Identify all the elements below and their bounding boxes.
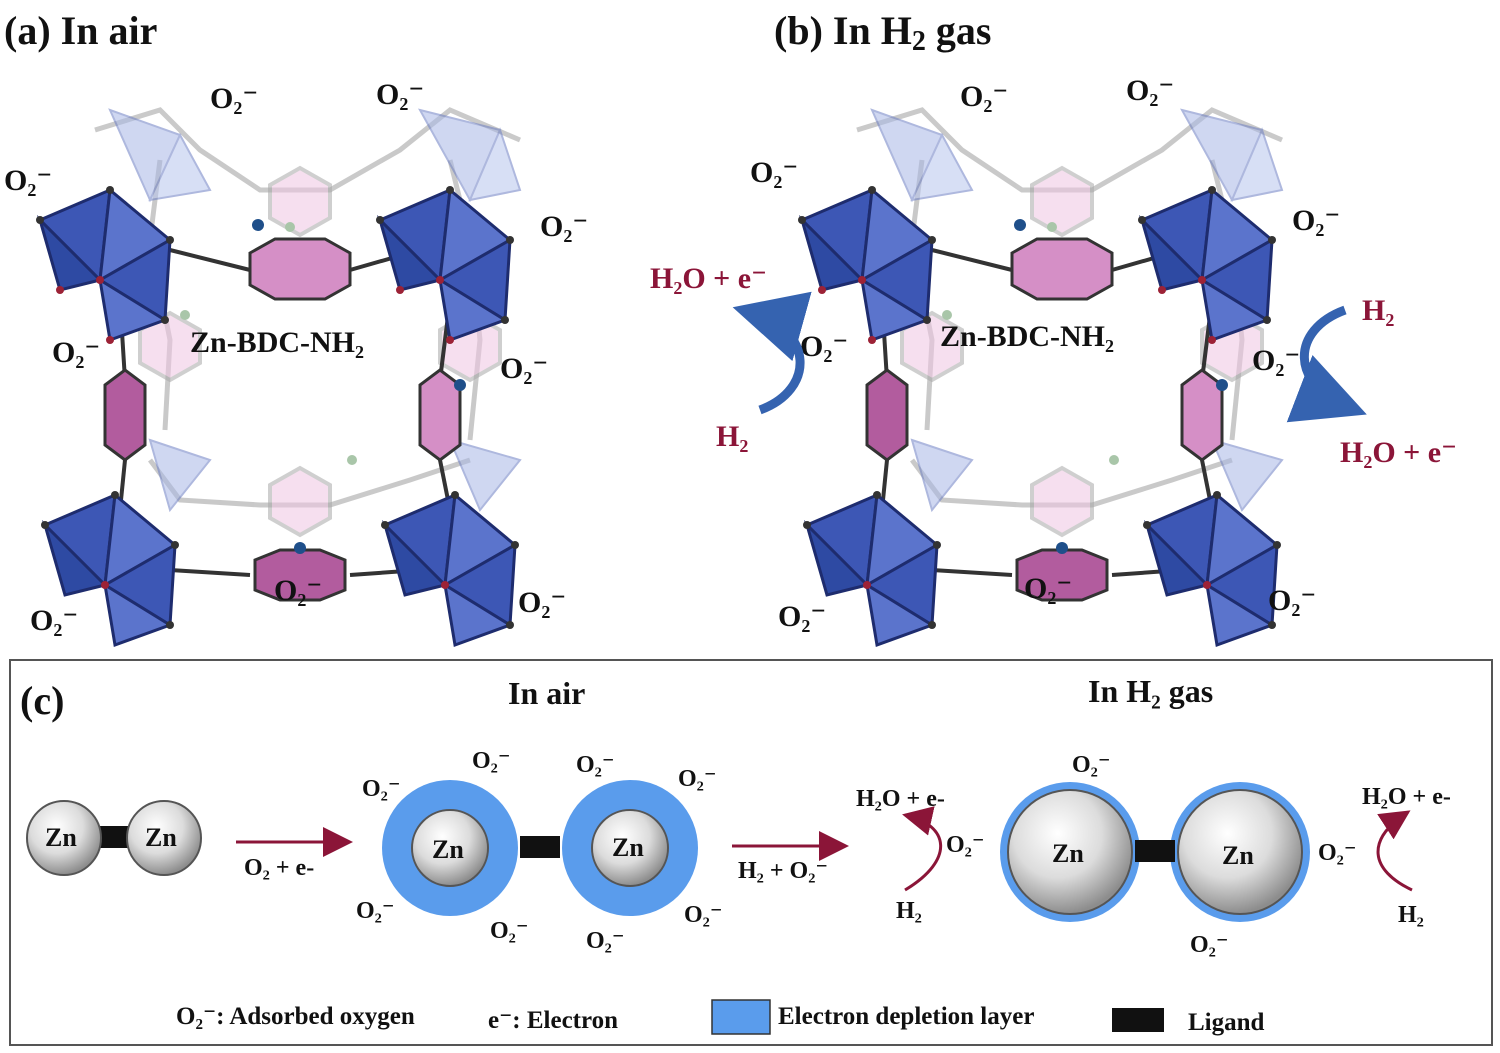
panel-b-oxygen-5: O₂⁻ (800, 330, 848, 363)
panel-b-title-suffix: gas (926, 8, 992, 53)
panel-b-left-arrow (732, 291, 812, 415)
panel-a-oxygen-1: O₂⁻ (210, 82, 258, 115)
panel-c-border (9, 659, 1493, 1046)
legend: O₂⁻: Adsorbed oxygen e⁻: Electron Electr… (176, 999, 1265, 1036)
air-oxygen-7: O₂⁻ (490, 918, 529, 944)
c-right-oxygen: O₂⁻ (1318, 840, 1357, 866)
air-oxygen-5: O₂⁻ (356, 898, 395, 924)
panel-b-right-product: H₂O + e⁻ (1340, 436, 1457, 469)
panel-b-oxygen-6: O₂⁻ (1252, 344, 1300, 377)
panel-b-oxygen-7: O₂⁻ (1024, 572, 1072, 605)
panel-b-mof-label: Zn-BDC-NH₂ (940, 320, 1114, 353)
ligand-bar (520, 836, 560, 858)
panel-a-oxygen-8: O₂⁻ (30, 604, 78, 637)
panel-b-oxygen-9: O₂⁻ (1268, 584, 1316, 617)
panel-b: (b) In H2 gas Zn-BDC-NH₂ O₂⁻ O₂⁻ O₂⁻ O₂⁻… (650, 8, 1457, 645)
legend-oxygen: O₂⁻: Adsorbed oxygen (176, 1003, 415, 1030)
legend-ligand-swatch (1112, 1008, 1164, 1032)
air-oxygen-2: O₂⁻ (576, 752, 615, 778)
panel-a-mof-structure (36, 110, 520, 645)
ligand-bar (1135, 840, 1175, 862)
zn-atom (411, 809, 489, 887)
panel-b-oxygen-2: O₂⁻ (1126, 74, 1174, 107)
legend-ligand: Ligand (1188, 1009, 1265, 1036)
c-left-reactant: H₂ (896, 898, 922, 924)
h2-oxygen-bottom: O₂⁻ (1190, 932, 1229, 958)
panel-b-right-reactant: H₂ (1362, 294, 1394, 327)
panel-a-oxygen-9: O₂⁻ (518, 586, 566, 619)
step-2-label: H₂ + O₂⁻ (738, 858, 828, 884)
air-oxygen-4: O₂⁻ (678, 766, 717, 792)
panel-b-oxygen-8: O₂⁻ (778, 600, 826, 633)
c-right-arrow (1376, 810, 1413, 892)
zn-label: Zn (612, 833, 644, 862)
zn-atom (1177, 789, 1303, 915)
legend-depletion-swatch (711, 999, 771, 1035)
panel-b-oxygen-1: O₂⁻ (960, 80, 1008, 113)
zn-atom (26, 800, 102, 876)
step-1-label: O₂ + e- (244, 855, 314, 881)
panel-a-oxygen-6: O₂⁻ (500, 352, 548, 385)
air-zn-pair: Zn Zn (382, 780, 698, 916)
legend-depletion: Electron depletion layer (778, 1003, 1034, 1030)
panel-b-oxygen-3: O₂⁻ (750, 156, 798, 189)
panel-a-oxygen-2: O₂⁻ (376, 78, 424, 111)
zn-label: Zn (1222, 841, 1254, 870)
h2-oxygen-top: O₂⁻ (1072, 752, 1111, 778)
zn-label: Zn (45, 823, 77, 852)
c-left-arrow (902, 806, 943, 892)
panel-a: (a) In air Zn-BDC-NH₂ O₂⁻ O₂⁻ O₂⁻ O₂⁻ O₂… (4, 8, 588, 645)
panel-c: (c) In air In H₂ gas Zn Zn O₂ + e- Zn Zn… (9, 659, 1493, 1046)
h2-zn-pair: Zn Zn (1000, 782, 1310, 922)
panel-c-label: (c) (20, 678, 64, 723)
panel-b-left-product: H₂O + e⁻ (650, 262, 767, 295)
initial-zn-pair: Zn Zn (26, 800, 202, 876)
zn-atom (591, 809, 669, 887)
panel-b-left-reactant: H₂ (716, 420, 748, 453)
zn-label: Zn (1052, 839, 1084, 868)
c-left-product: H₂O + e- (856, 786, 945, 812)
c-right-product: H₂O + e- (1362, 784, 1451, 810)
panel-c-title-h2: In H₂ gas (1088, 673, 1213, 709)
zn-label: Zn (432, 835, 464, 864)
air-oxygen-3: O₂⁻ (362, 776, 401, 802)
panel-b-title-sub: 2 (912, 26, 926, 57)
zn-atom (1007, 789, 1133, 915)
panel-c-title-air: In air (508, 675, 585, 711)
panel-a-oxygen-7: O₂⁻ (274, 574, 322, 607)
panel-a-mof-label: Zn-BDC-NH₂ (190, 326, 364, 359)
zn-label: Zn (145, 823, 177, 852)
air-oxygen-1: O₂⁻ (472, 748, 511, 774)
air-oxygen-8: O₂⁻ (586, 928, 625, 954)
panel-b-title: (b) In H2 gas (774, 8, 991, 57)
panel-b-right-arrow (1286, 305, 1367, 423)
c-right-reactant: H₂ (1398, 902, 1424, 928)
panel-a-oxygen-4: O₂⁻ (540, 210, 588, 243)
panel-a-title: (a) In air (4, 8, 157, 53)
air-oxygen-6: O₂⁻ (684, 902, 723, 928)
panel-b-title-prefix: (b) In H (774, 8, 912, 53)
panel-b-mof-structure (798, 110, 1282, 645)
c-left-oxygen: O₂⁻ (946, 832, 985, 858)
panel-a-oxygen-3: O₂⁻ (4, 164, 52, 197)
zn-atom (126, 800, 202, 876)
legend-electron: e⁻: Electron (488, 1007, 618, 1034)
panel-b-oxygen-4: O₂⁻ (1292, 204, 1340, 237)
panel-a-oxygen-5: O₂⁻ (52, 336, 100, 369)
